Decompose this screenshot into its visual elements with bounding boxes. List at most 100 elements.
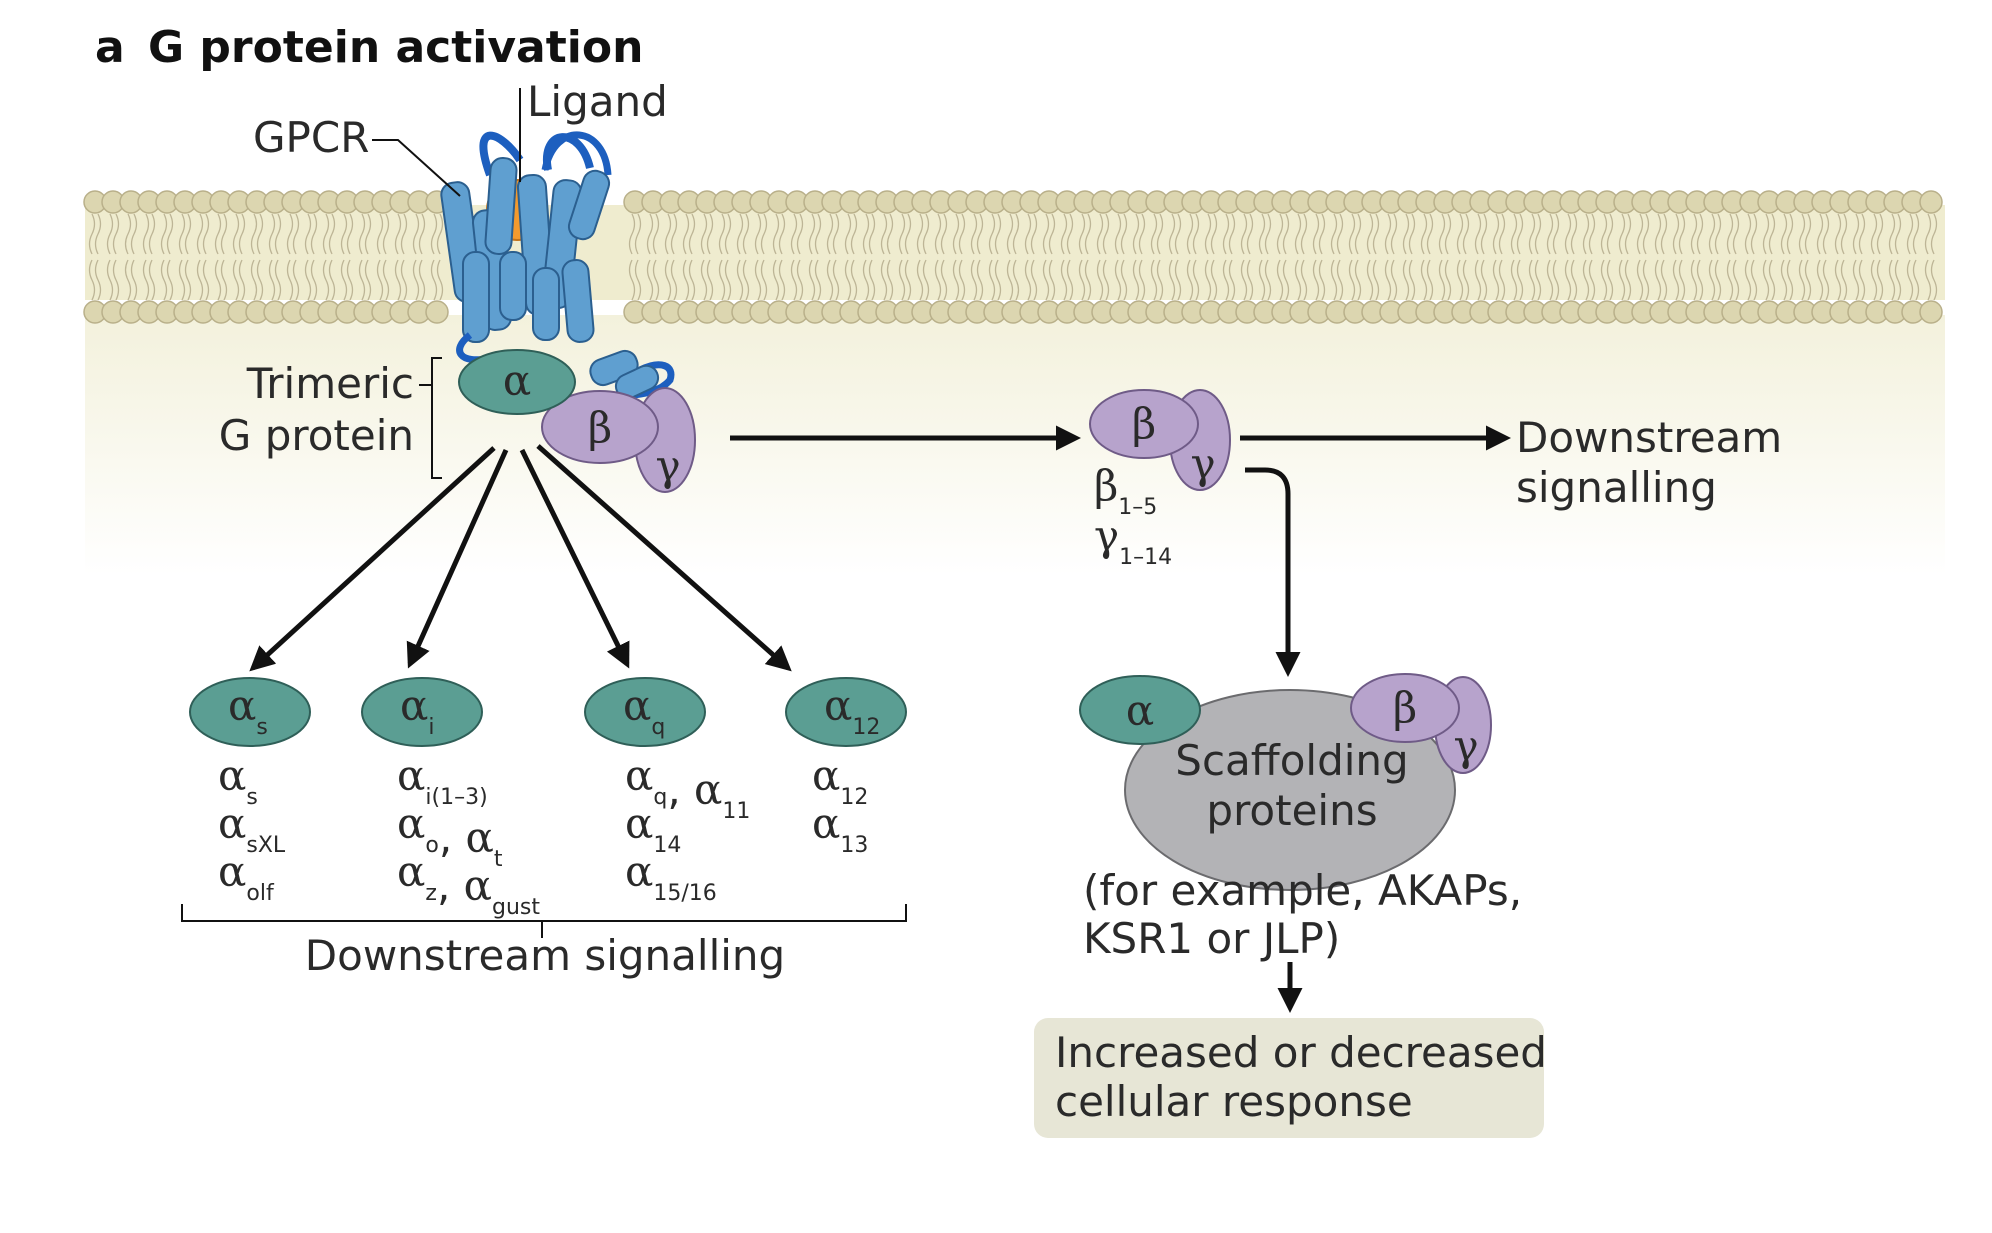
response-line1: Increased or decreased xyxy=(1055,1028,1547,1077)
lipid-tail xyxy=(220,213,228,255)
lipid-tail xyxy=(1834,259,1842,301)
lipid-tail xyxy=(1726,213,1734,255)
lipid-tail xyxy=(1696,259,1704,301)
lipid-tail xyxy=(1624,213,1632,255)
alpha-family-member: αolf xyxy=(218,847,275,906)
alpha-family-member: αz, αgust xyxy=(397,847,540,920)
lipid-tail xyxy=(1192,259,1200,301)
lipid-tail xyxy=(1150,259,1158,301)
lipid-tail xyxy=(1024,259,1032,301)
lipid-tail xyxy=(1174,213,1182,255)
alpha-family-member: α12 xyxy=(812,751,868,810)
lipid-bilayer xyxy=(83,190,1945,324)
beta-subunit-label: β xyxy=(588,403,612,452)
lipid-tail xyxy=(898,213,906,255)
lipid-tail xyxy=(1888,213,1896,255)
lipid-tail xyxy=(1870,259,1878,301)
lipid-tail xyxy=(1420,213,1428,255)
lipid-tail xyxy=(844,259,852,301)
downstream-bottom-label: Downstream signalling xyxy=(305,931,785,980)
lipid-tail xyxy=(922,259,930,301)
downstream-right-line1: Downstream xyxy=(1516,413,1782,462)
lipid-tail xyxy=(1696,213,1704,255)
lipid-tail xyxy=(400,259,408,301)
lipid-tail xyxy=(1750,213,1758,255)
alpha-family-member: αq, α11 xyxy=(625,751,750,824)
lipid-tail xyxy=(1186,213,1194,255)
alpha-family-member: α14 xyxy=(625,799,681,858)
lipid-tail xyxy=(904,259,912,301)
lipid-tail xyxy=(304,259,312,301)
lipid-tail xyxy=(1354,213,1362,255)
lipid-tail xyxy=(832,259,840,301)
lipid-tail xyxy=(286,259,294,301)
lipid-tail xyxy=(1534,259,1542,301)
trimeric-label-line2: G protein xyxy=(219,411,414,460)
lipid-tail xyxy=(736,259,744,301)
lipid-tail xyxy=(958,259,966,301)
lipid-tail xyxy=(130,213,138,255)
lipid-tail xyxy=(1138,213,1146,255)
lipid-tail xyxy=(232,259,240,301)
lipid-tail xyxy=(1714,259,1722,301)
lipid-tail xyxy=(178,259,186,301)
lipid-tail xyxy=(742,259,750,301)
lipid-tail xyxy=(1246,259,1254,301)
free-beta-gamma: β γ xyxy=(1089,389,1231,491)
lipid-tail xyxy=(958,213,966,255)
lipid-tail xyxy=(1852,259,1860,301)
lipid-tail xyxy=(1066,259,1074,301)
lipid-tail xyxy=(1690,259,1698,301)
lipid-tail xyxy=(148,213,156,255)
gpcr-label: GPCR xyxy=(253,113,369,162)
lipid-tail xyxy=(1780,213,1788,255)
lipid-tail xyxy=(274,259,282,301)
lipid-tail xyxy=(1348,213,1356,255)
lipid-tail xyxy=(1300,213,1308,255)
lipid-tail xyxy=(142,213,150,255)
lipid-tail xyxy=(430,213,438,255)
lipid-tail xyxy=(1390,213,1398,255)
lipid-tail xyxy=(670,213,678,255)
lipid-tail xyxy=(664,213,672,255)
lipid-tail xyxy=(1606,259,1614,301)
lipid-tail xyxy=(1354,259,1362,301)
lipid-tail xyxy=(196,259,204,301)
lipid-tail xyxy=(1786,259,1794,301)
alpha-family-node xyxy=(361,677,483,747)
lipid-tail xyxy=(1600,213,1608,255)
lipid-tail xyxy=(1318,259,1326,301)
lipid-tail xyxy=(1552,213,1560,255)
lipid-tail xyxy=(130,259,138,301)
lipid-tail xyxy=(322,213,330,255)
lipid-tail xyxy=(238,259,246,301)
lipid-tail xyxy=(358,259,366,301)
lipid-tail xyxy=(1042,213,1050,255)
lipid-tail xyxy=(106,259,114,301)
lipid-tail xyxy=(1804,213,1812,255)
lipid-tail xyxy=(412,259,420,301)
lipid-tail xyxy=(898,259,906,301)
lipid-tail xyxy=(1150,213,1158,255)
lipid-tail xyxy=(628,259,636,301)
lipid-tail xyxy=(718,213,726,255)
downstream-right-line2: signalling xyxy=(1516,463,1717,512)
lipid-tail xyxy=(1816,259,1824,301)
lipid-tail xyxy=(1096,259,1104,301)
lipid-tail xyxy=(934,259,942,301)
lipid-tail xyxy=(688,259,696,301)
lipid-tail xyxy=(1480,259,1488,301)
lipid-tail xyxy=(1714,213,1722,255)
lipid-tail xyxy=(1156,213,1164,255)
lipid-tail xyxy=(292,213,300,255)
lipid-tail xyxy=(670,259,678,301)
lipid-tail xyxy=(214,259,222,301)
lipid-tail xyxy=(1816,213,1824,255)
lipid-tail xyxy=(1924,259,1932,301)
lipid-tail xyxy=(400,213,408,255)
lipid-tail xyxy=(628,213,636,255)
lipid-tail xyxy=(292,259,300,301)
lipid-tail xyxy=(196,213,204,255)
lipid-tail xyxy=(1732,213,1740,255)
